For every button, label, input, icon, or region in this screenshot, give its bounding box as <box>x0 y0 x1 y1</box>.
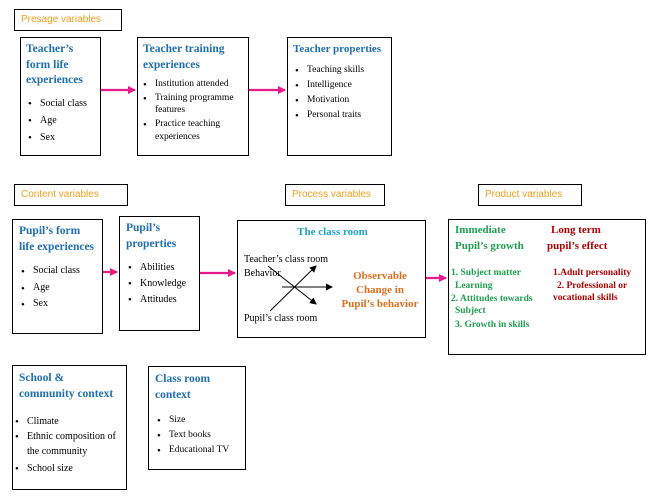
outcome-line1: Observable <box>353 270 407 282</box>
school-community-context-box: School & community context Climate Ethni… <box>12 365 127 490</box>
teacher-life-experiences-title: Teacher’s form life experiences <box>26 43 83 87</box>
teacher-properties-title: Teacher properties <box>293 43 382 55</box>
immediate-item: Learning <box>455 281 493 291</box>
outcome-line2: Change in <box>356 284 404 296</box>
immediate-item: 1. Subject matter <box>451 268 521 278</box>
list-item: Practice teaching experiences <box>143 118 243 143</box>
pupil-behavior-label: Pupil’s class room <box>244 313 318 324</box>
process-variables-label: Process variables <box>285 184 385 206</box>
pupil-life-experiences-box: Pupil’s form life experiences Social cla… <box>12 219 103 334</box>
classroom-box: The class room Teacher’s class room Beha… <box>237 220 426 338</box>
list-item: Climate <box>15 414 120 431</box>
list-item: Sex <box>28 129 95 148</box>
classroom-context-box: Class room context Size Text books Educa… <box>148 366 246 470</box>
longterm-title-line1: Long term <box>551 224 601 236</box>
teacher-training-box: Teacher training experiences Institution… <box>137 37 249 156</box>
immediate-item: 3. Growth in skills <box>455 320 530 330</box>
product-outcomes-box: Immediate Pupil’s growth 1. Subject matt… <box>448 219 646 355</box>
list-item: Text books <box>157 428 239 446</box>
longterm-item: 2. Professional or <box>557 281 628 291</box>
teacher-behavior-line2: Behavior <box>244 268 281 279</box>
list-item: Teaching skills <box>295 63 386 81</box>
list-item: Intelligence <box>295 78 386 96</box>
list-item: Social class <box>28 95 95 114</box>
list-item: Knowledge <box>128 276 193 294</box>
immediate-title-line1: Immediate <box>455 224 506 236</box>
list-item: Sex <box>21 296 96 314</box>
presage-variables-label: Presage variables <box>14 9 122 31</box>
list-item: Educational TV <box>157 443 239 461</box>
list-item: Motivation <box>295 93 386 111</box>
content-variables-label: Content variables <box>14 184 128 206</box>
pupil-life-experiences-title: Pupil’s form life experiences <box>19 225 95 253</box>
list-item: Age <box>21 280 96 298</box>
list-item: Abilities <box>128 260 193 278</box>
teacher-training-title: Teacher training experiences <box>143 43 225 71</box>
pupil-properties-title: Pupil’s properties <box>126 222 177 250</box>
list-item: Social class <box>21 263 96 281</box>
list-item: Ethnic composition of the community <box>15 429 120 459</box>
list-item: School size <box>15 461 120 478</box>
teacher-behavior-line1: Teacher’s class room <box>244 254 329 265</box>
immediate-item: Subject <box>455 306 486 316</box>
classroom-context-title: Class room context <box>155 373 211 401</box>
teacher-properties-box: Teacher properties Teaching skills Intel… <box>287 37 392 156</box>
immediate-item: 2. Attitudes towards <box>451 294 533 304</box>
list-item: Attitudes <box>128 292 193 310</box>
longterm-title-line2: pupil’s effect <box>547 240 608 252</box>
outcome-line3: Pupil’s behavior <box>341 298 419 310</box>
list-item: Training programme features <box>143 92 243 117</box>
pupil-properties-box: Pupil’s properties Abilities Knowledge A… <box>119 216 200 331</box>
longterm-item: 1.Adult personality <box>553 268 632 278</box>
school-community-context-title: School & community context <box>19 372 114 400</box>
immediate-title-line2: Pupil’s growth <box>455 240 524 252</box>
longterm-item: vocational skills <box>553 293 618 303</box>
classroom-title: The class room <box>297 226 368 238</box>
product-variables-label: Product variables <box>478 184 582 206</box>
list-item: Size <box>157 413 239 431</box>
list-item: Institution attended <box>143 78 243 94</box>
list-item: Age <box>28 112 95 131</box>
list-item: Personal traits <box>295 108 386 126</box>
teacher-life-experiences-box: Teacher’s form life experiences Social c… <box>20 37 101 156</box>
